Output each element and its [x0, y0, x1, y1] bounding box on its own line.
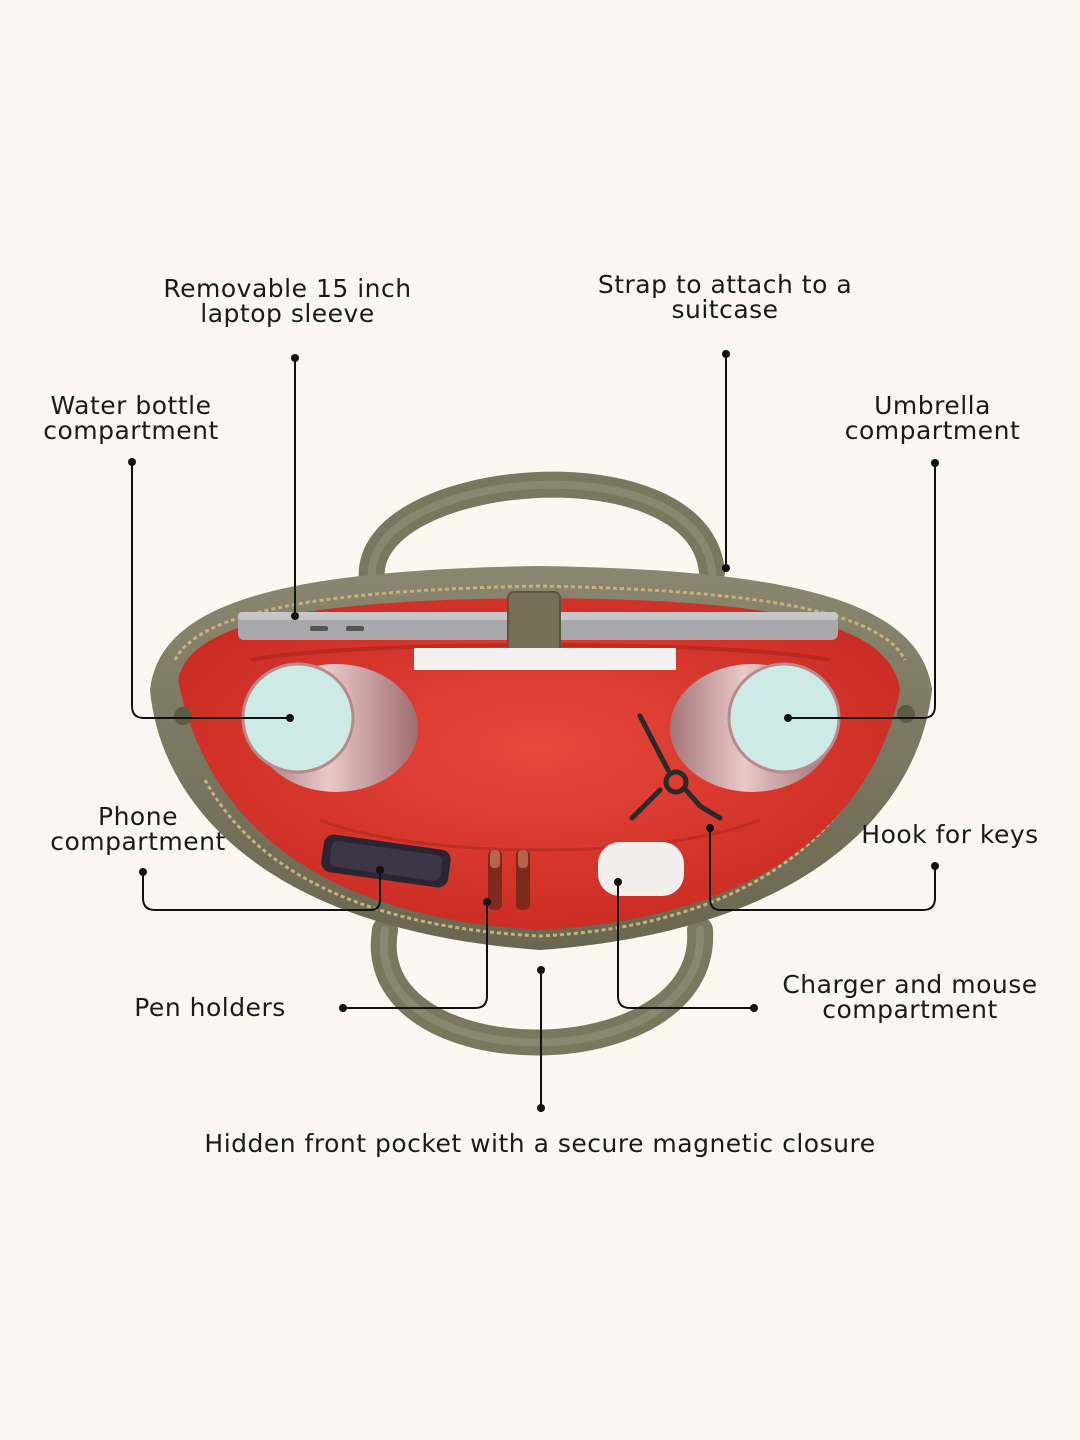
top-handle [358, 471, 725, 593]
pens [488, 850, 530, 910]
label-umbrella: Umbrella compartment [844, 391, 1021, 445]
label-pen-holders: Pen holders [134, 993, 286, 1022]
label-phone: Phone compartment [50, 802, 226, 856]
keys [629, 713, 723, 821]
leader-dots [128, 350, 939, 1112]
strap-tab [508, 592, 560, 660]
label-front-pocket: Hidden front pocket with a secure magnet… [204, 1129, 876, 1158]
label-keys-hook: Hook for keys [861, 820, 1039, 849]
earbuds-case [598, 842, 684, 896]
label-water-bottle: Water bottle compartment [43, 391, 219, 445]
right-water-bottle [670, 662, 841, 792]
left-water-bottle [241, 662, 418, 792]
label-charger-mouse: Charger and mouse compartment [782, 970, 1038, 1024]
leader-lines [131, 354, 936, 1108]
label-laptop-sleeve: Removable 15 inch laptop sleeve [163, 274, 412, 328]
label-suitcase-strap: Strap to attach to a suitcase [597, 270, 853, 324]
